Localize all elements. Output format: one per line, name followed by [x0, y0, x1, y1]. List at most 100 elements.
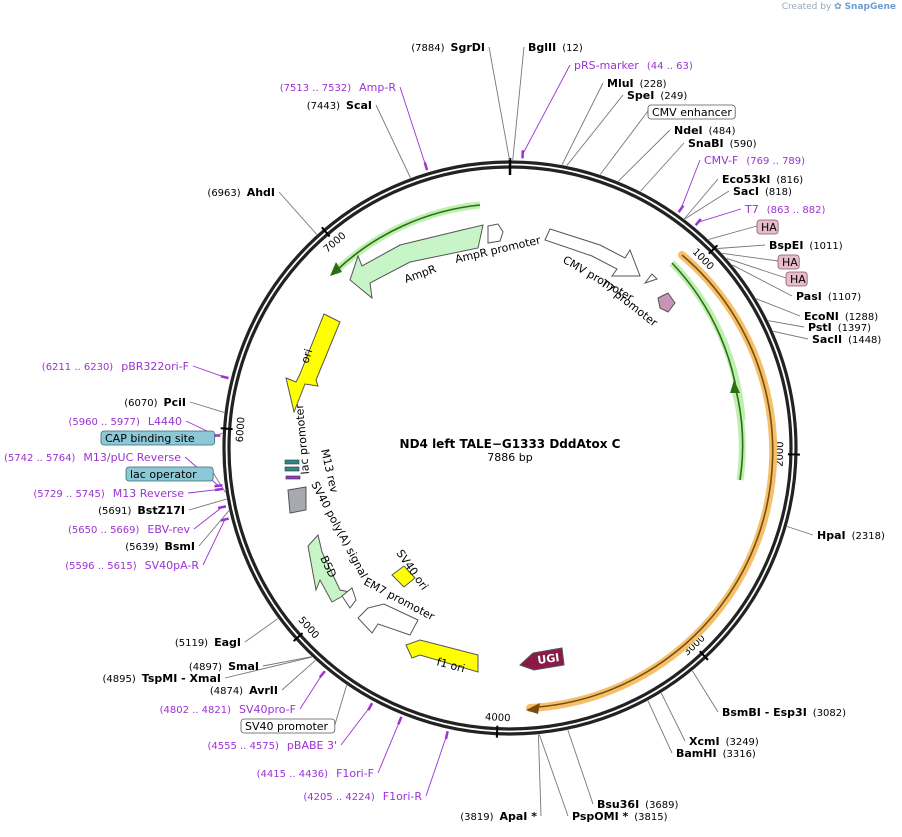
primer-12[interactable]: (4415 .. 4436)F1ori-F: [257, 767, 374, 780]
primer-3[interactable]: T7(863 .. 882): [744, 203, 826, 216]
enzyme-position: (1397): [838, 323, 871, 334]
primer-name: M13 Reverse: [113, 487, 184, 500]
cap-site-mark: [284, 466, 300, 472]
sv40-promoter-arrow: [357, 603, 419, 636]
feature-box-label-5[interactable]: lac operator: [130, 468, 197, 481]
primer-8[interactable]: (5650 .. 5669)EBV-rev: [68, 523, 190, 536]
enzyme-site-1[interactable]: BglII(12): [528, 41, 583, 54]
label-ampr: AmpR: [403, 262, 439, 286]
enzyme-site-9[interactable]: PasI(1107): [796, 290, 861, 303]
enzyme-site-27[interactable]: (6963)AhdI: [207, 186, 275, 199]
credit-brand: SnapGene: [844, 2, 896, 12]
primer-10[interactable]: (4802 .. 4821) SV40pro-F: [160, 703, 296, 716]
enzyme-site-11[interactable]: PstI (1397): [808, 321, 871, 334]
feature-box-label-0[interactable]: CMV enhancer: [652, 106, 732, 119]
tick-mark-7000: [321, 226, 331, 238]
enzyme-site-15[interactable]: XcmI(3249): [689, 735, 759, 748]
enzyme-site-5[interactable]: SnaBI(590): [688, 137, 757, 150]
enzyme-name: Eco53kI: [722, 173, 770, 186]
primer-6[interactable]: (5742 .. 5764)M13/pUC Reverse: [4, 451, 181, 464]
enzyme-site-10[interactable]: EcoNI(1288): [804, 310, 878, 323]
enzyme-site-19[interactable]: (3819)ApaI *: [460, 810, 537, 823]
feature-box-label-2[interactable]: HA: [782, 256, 798, 269]
enzyme-name: AhdI: [247, 186, 275, 199]
enzyme-site-20[interactable]: (5119) EagI: [175, 636, 241, 649]
enzyme-name: NdeI: [674, 124, 703, 137]
primer-mark-6: [214, 483, 223, 488]
enzyme-position: (1288): [845, 312, 878, 323]
enzyme-site-24[interactable]: (5639)BsmI: [125, 540, 195, 553]
primer-11[interactable]: (4555 .. 4575)pBABE 3': [208, 739, 338, 752]
f1-ori-arrow: [405, 639, 479, 673]
primer-4[interactable]: (6211 .. 6230)pBR322ori-F: [42, 360, 189, 373]
green-arc-top-arrow: [330, 262, 342, 276]
feature-box-label-3[interactable]: HA: [790, 273, 806, 286]
em7-promoter-arrow: [341, 587, 357, 609]
feature-box-label-1[interactable]: HA: [761, 221, 777, 234]
enzyme-site-16[interactable]: BamHI(3316): [676, 747, 756, 760]
enzyme-site-2[interactable]: MluI(228): [607, 77, 667, 90]
primer-13[interactable]: (4205 .. 4224)F1ori-R: [303, 790, 422, 803]
enzyme-name: BsmI: [165, 540, 196, 553]
enzyme-position: (1448): [848, 335, 881, 346]
primer-name: Amp-R: [359, 81, 396, 94]
enzyme-site-12[interactable]: SacII(1448): [812, 333, 881, 346]
enzyme-site-14[interactable]: BsmBI - Esp3I(3082): [722, 706, 846, 719]
enzyme-name: PstI: [808, 321, 832, 334]
enzyme-site-6[interactable]: Eco53kI(816): [722, 173, 803, 186]
primer-position: (5729 .. 5745): [33, 489, 105, 500]
primer-9[interactable]: (5596 .. 5615)SV40pA-R: [65, 559, 199, 572]
enzyme-site-7[interactable]: SacI(818): [733, 185, 792, 198]
primer-mark-10: [318, 670, 326, 679]
primer-name: SV40pro-F: [239, 703, 296, 716]
feature-box-4: [100, 430, 215, 446]
enzyme-position: (4897): [189, 662, 222, 673]
primer-position: (5742 .. 5764): [4, 453, 76, 464]
enzyme-site-17[interactable]: Bsu36I(3689): [597, 798, 679, 811]
primer-1[interactable]: (7513 .. 7532)Amp-R: [280, 81, 397, 94]
enzyme-site-3[interactable]: SpeI(249): [627, 89, 687, 102]
primer-marks: [212, 150, 702, 740]
feature-box-1: [756, 219, 779, 235]
primer-0[interactable]: pRS-marker(44 .. 63): [574, 59, 693, 72]
enzyme-position: (484): [709, 126, 736, 137]
enzyme-site-22[interactable]: (4895)TspMI - XmaI: [103, 672, 221, 685]
enzyme-site-13[interactable]: HpaI(2318): [817, 529, 885, 542]
green-arc-right: [669, 260, 746, 421]
enzyme-site-4[interactable]: NdeI (484): [674, 124, 736, 137]
plasmid-length: 7886 bp: [487, 451, 532, 464]
feature-box-3: [785, 271, 808, 287]
enzyme-position: (5119): [175, 638, 208, 649]
feature-box-label-4[interactable]: CAP binding site: [105, 432, 195, 445]
primer-5[interactable]: (5960 .. 5977)L4440: [68, 415, 182, 428]
enzyme-position: (3819): [460, 812, 493, 823]
enzyme-position: (6070): [124, 398, 157, 409]
primer-name: T7: [744, 203, 759, 216]
enzyme-position: (7884): [411, 43, 444, 54]
enzyme-site-28[interactable]: (7443)ScaI: [307, 99, 372, 112]
enzyme-name: EagI: [214, 636, 241, 649]
primer-mark-4: [220, 374, 229, 380]
primer-position: (4802 .. 4821): [160, 705, 232, 716]
enzyme-site-18[interactable]: PspOMI *(3815): [572, 810, 668, 823]
primer-name: pBABE 3': [287, 739, 337, 752]
credit-prefix: Created by: [781, 2, 832, 12]
enzyme-site-23[interactable]: (4874)AvrII: [210, 684, 278, 697]
enzyme-position: (5691): [98, 506, 131, 517]
primer-7[interactable]: (5729 .. 5745) M13 Reverse: [33, 487, 184, 500]
enzyme-name: BamHI: [676, 747, 717, 760]
tick-label-4000: 4000: [485, 712, 511, 724]
enzyme-position: (12): [562, 43, 583, 54]
enzyme-position: (7443): [307, 101, 340, 112]
enzyme-site-21[interactable]: (4897)SmaI: [189, 660, 259, 673]
enzyme-site-26[interactable]: (6070)PciI: [124, 396, 186, 409]
enzyme-site-25[interactable]: (5691)BstZ17I: [98, 504, 185, 517]
primer-2[interactable]: CMV-F(769 .. 789): [704, 154, 805, 167]
enzyme-site-8[interactable]: BspEI(1011): [769, 239, 843, 252]
primer-mark-1: [423, 162, 429, 171]
plasmid-name: ND4 left TALE−G1333 DddAtox C: [400, 437, 621, 451]
enzyme-site-0[interactable]: (7884)SgrDI: [411, 41, 485, 54]
feature-box-label-6[interactable]: SV40 promoter: [245, 720, 329, 733]
tale-cds-arrowhead: [526, 703, 540, 714]
